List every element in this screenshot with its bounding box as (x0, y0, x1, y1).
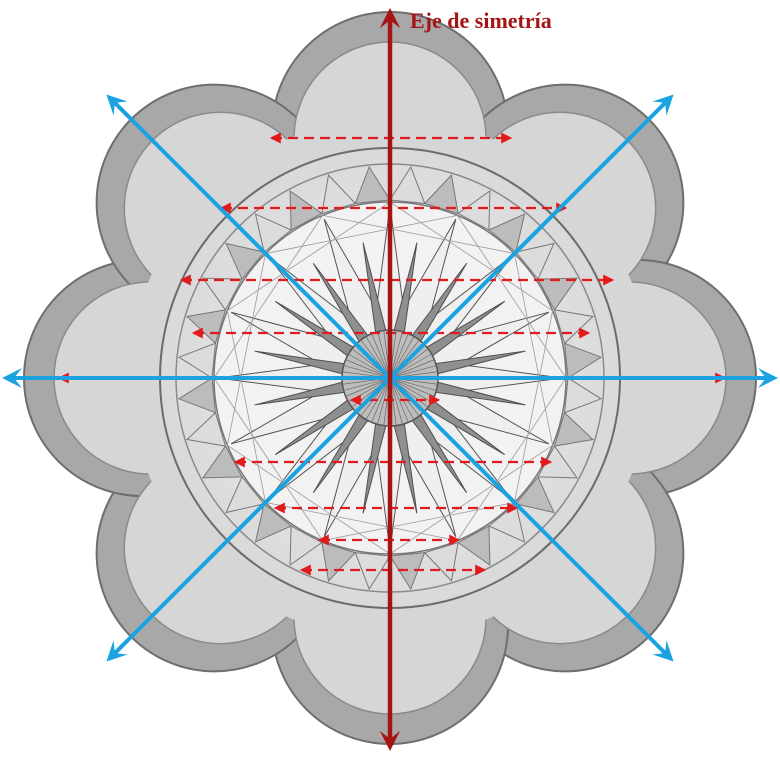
symmetry-axis-label: Eje de simetría (410, 8, 552, 34)
